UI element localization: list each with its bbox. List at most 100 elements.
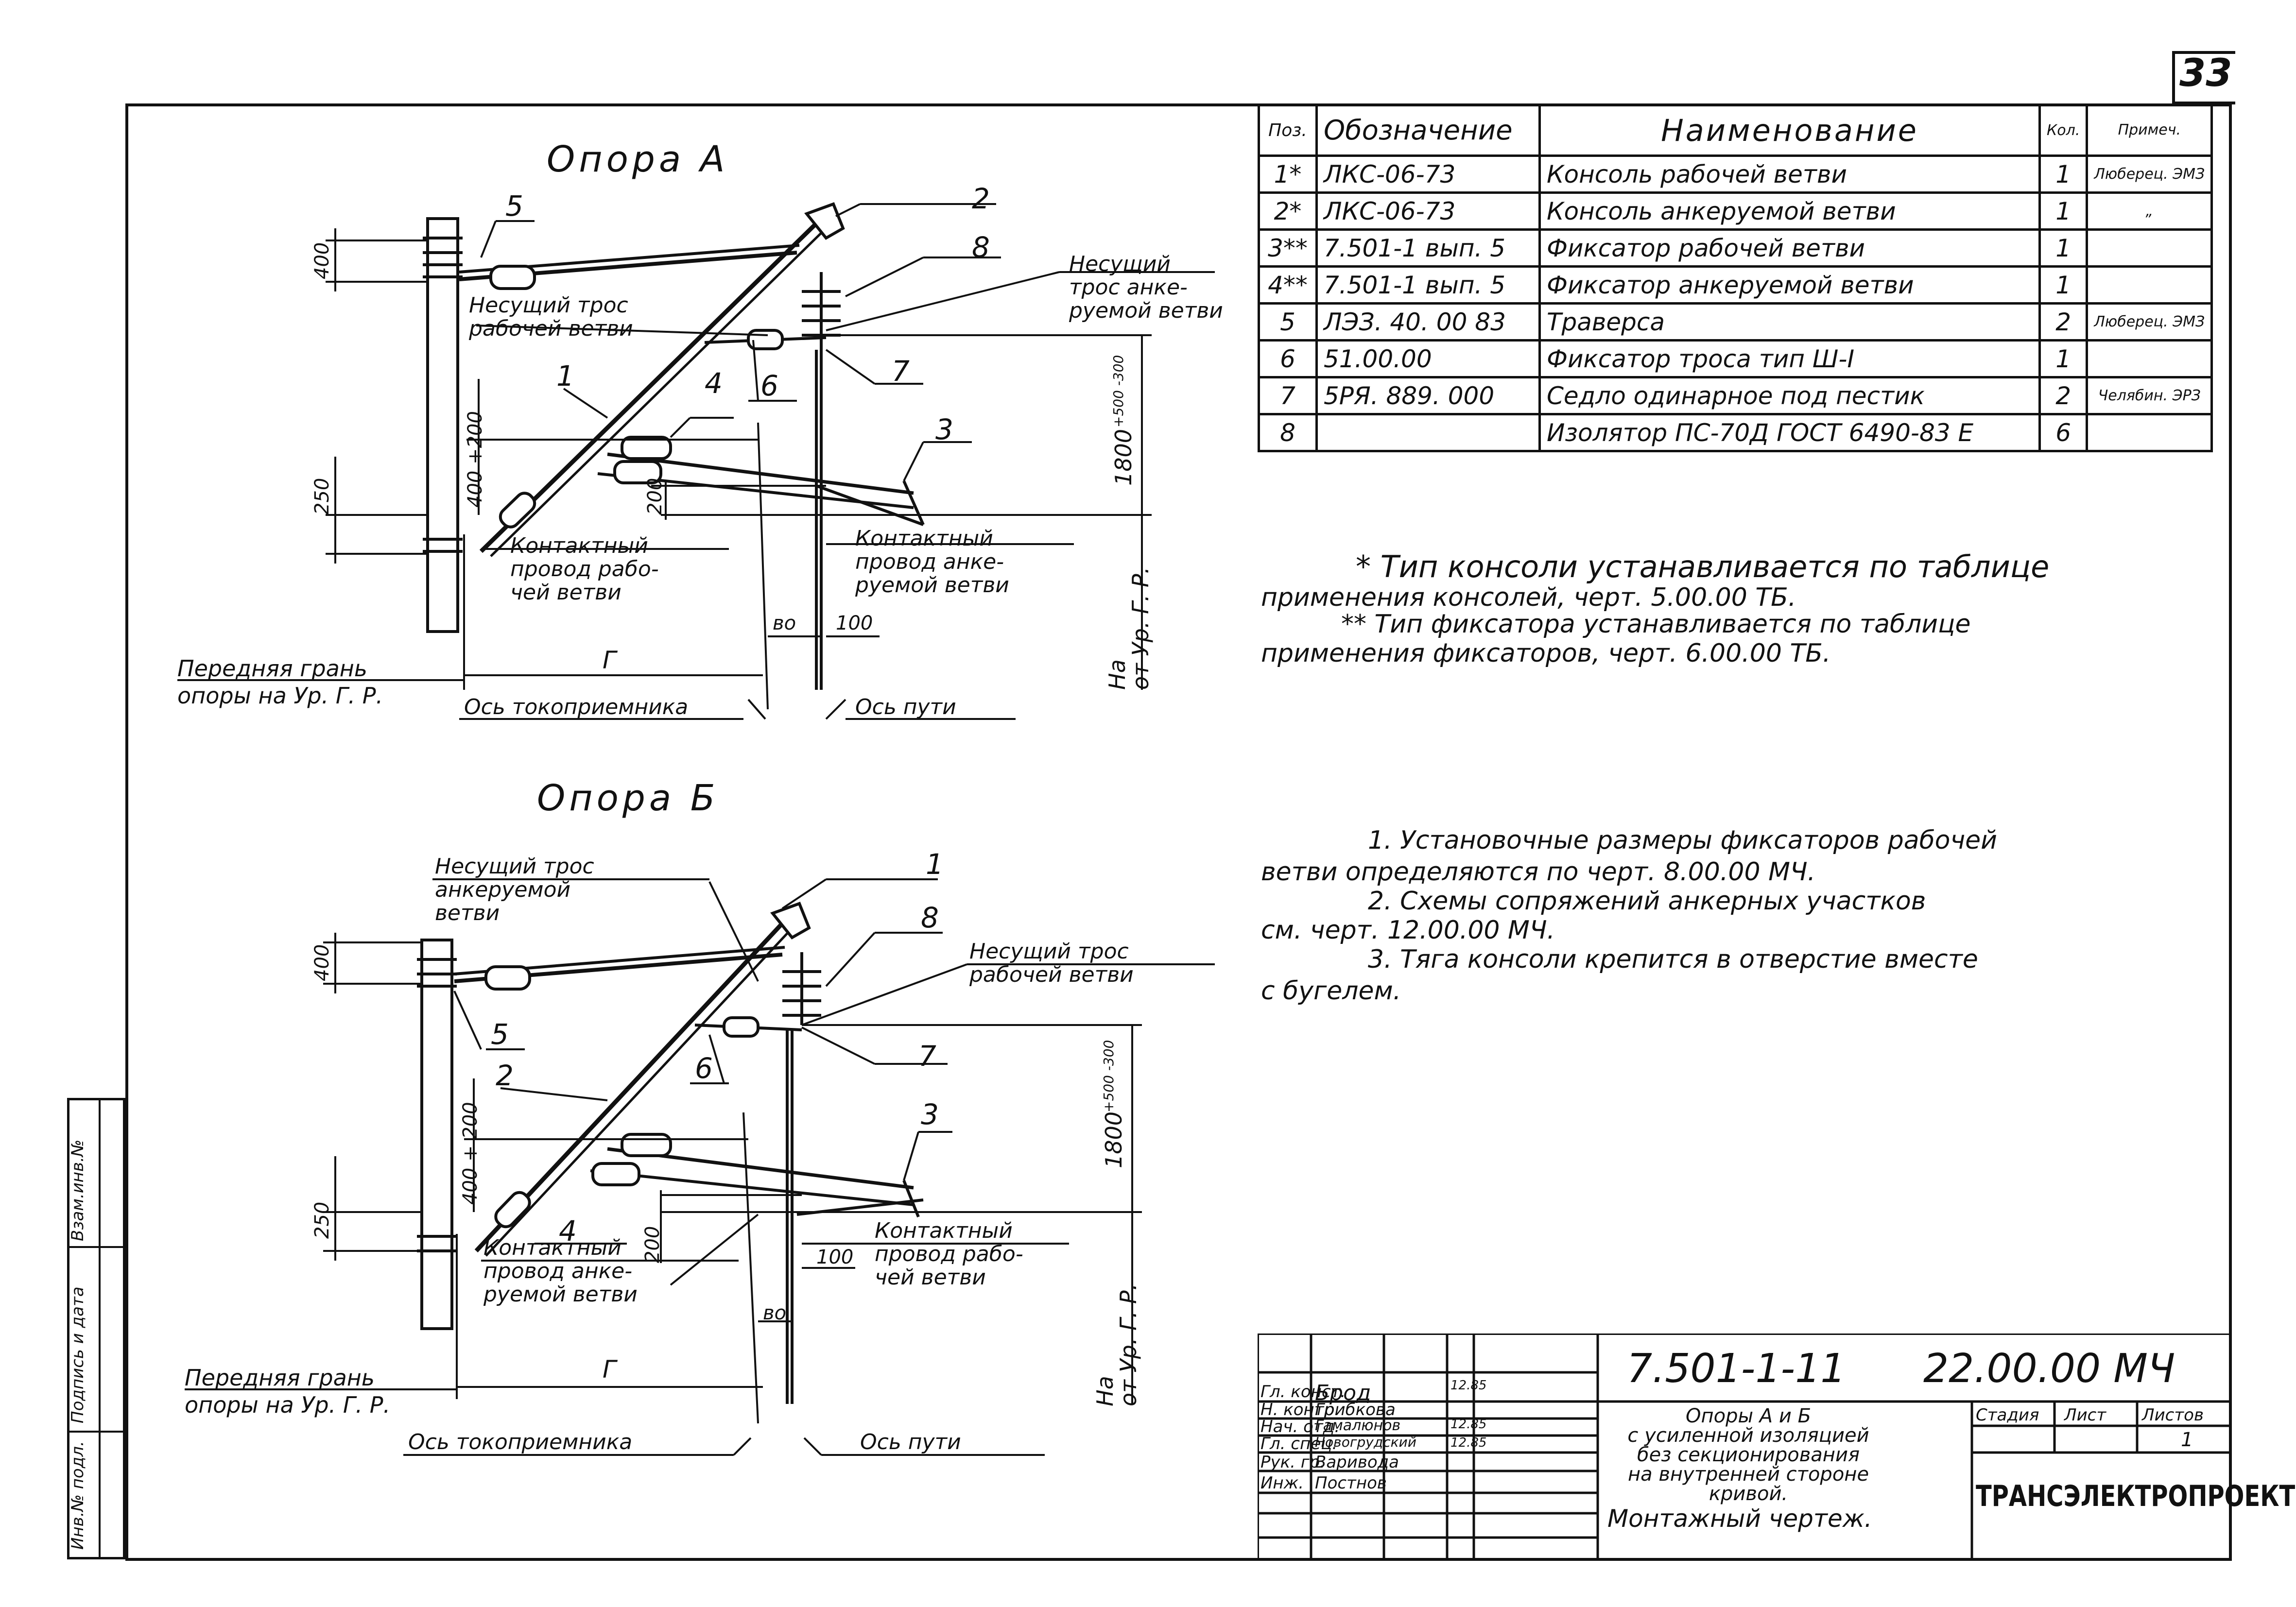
title-block-organization: ТРАНСЭЛЕКТРОПРОЕКТ [1976, 1479, 2296, 1513]
spec-cell: Фиксатор троса тип Ш-I [1538, 339, 2041, 378]
spec-cell: 51.00.00 [1315, 339, 1541, 378]
label-b-contact-anchor: Контактный провод анке- руемой ветви [483, 1235, 638, 1307]
spec-cell: „ [2086, 191, 2213, 231]
callout-b-5: 5 [491, 1018, 509, 1051]
dim-b-400p200: 400 + 200 [459, 1102, 482, 1205]
callout-a-3: 3 [935, 413, 953, 446]
pole-b [420, 939, 453, 1330]
tb-name: Новогрудский [1315, 1434, 1416, 1450]
label-a-contact-work: Контактный провод рабо- чей ветви [510, 533, 659, 605]
spec-cell: 8 [1258, 413, 1318, 452]
pole-a [426, 217, 459, 633]
tb-name: Брод [1315, 1381, 1371, 1405]
label-b-front-face: Передняя грань опоры на Ур. Г. Р. [185, 1365, 391, 1418]
tb-name: Варивода [1315, 1453, 1399, 1472]
callout-b-7: 7 [918, 1040, 936, 1073]
spec-row: 3** 7.501-1 вып. 5 Фиксатор рабочей ветв… [1258, 228, 2213, 268]
tb-name: Гамалюнов [1315, 1417, 1401, 1434]
title-block-description: Опоры А и Б с усиленной изоляцией без се… [1627, 1405, 1869, 1505]
spec-row: 1* ЛКС-06-73 Консоль рабочей ветви 1 Люб… [1258, 154, 2213, 194]
spec-cell: Изолятор ПС-70Д ГОСТ 6490-83 Е [1538, 413, 2041, 452]
tb-date: 12.85 [1450, 1436, 1487, 1450]
callout-a-4: 4 [705, 367, 723, 400]
spec-cell: 6 [2038, 413, 2089, 452]
spec-cell: ЛКС-06-73 [1315, 154, 1541, 194]
tb-role: Гл. конст. [1260, 1382, 1346, 1402]
title-block-drawing-type: Монтажный чертеж. [1607, 1504, 1872, 1533]
dim-b-400: 400 [311, 944, 333, 981]
callout-a-2: 2 [972, 182, 990, 215]
label-a-g: Г [603, 646, 616, 674]
spec-cell: Люберец. ЭМЗ [2086, 302, 2213, 342]
callout-b-2: 2 [496, 1059, 514, 1092]
dim-a-400: 400 [311, 242, 333, 279]
spec-header-name: Наименование [1538, 103, 2041, 157]
tb-sheets-value: 1 [2181, 1429, 2193, 1451]
tb-date: 12.85 [1450, 1417, 1487, 1432]
spec-row: 2* ЛКС-06-73 Консоль анкеруемой ветви 1 … [1258, 191, 2213, 231]
dim-b-200: 200 [641, 1226, 664, 1263]
callout-a-5: 5 [505, 189, 523, 222]
spec-row: 8 Изолятор ПС-70Д ГОСТ 6490-83 Е 6 [1258, 413, 2213, 452]
dim-b-250: 250 [311, 1201, 333, 1239]
title-block-drawing-no: 22.00.00 МЧ [1923, 1346, 2175, 1392]
label-a-axis-pantograph: Ось токоприемника [464, 695, 689, 719]
spec-cell [2086, 265, 2213, 305]
spec-cell: Челябин. ЭРЗ [2086, 376, 2213, 415]
footnote-4: применения фиксаторов, черт. 6.00.00 ТБ. [1261, 639, 1831, 668]
tb-role: Н. контр. [1260, 1400, 1340, 1419]
dim-a-100: 100 [836, 612, 873, 634]
spec-cell: Консоль анкеруемой ветви [1538, 191, 2041, 231]
tb-sheets-label: Листов [2142, 1405, 2204, 1425]
label-a-front-face: Передняя грань опоры на Ур. Г. Р. [177, 655, 383, 709]
spec-cell: Седло одинарное под пестик [1538, 376, 2041, 415]
spec-cell: 2 [2038, 302, 2089, 342]
spec-header-pos: Поз. [1258, 103, 1318, 157]
label-b-carrier-anchor: Несущий трос анкеруемой ветви [435, 854, 594, 925]
dim-b-tol: +500 -300 [1101, 1040, 1117, 1112]
spec-cell: Фиксатор анкеруемой ветви [1538, 265, 2041, 305]
callout-a-1: 1 [556, 359, 574, 393]
spec-cell: 2 [2038, 376, 2089, 415]
label-b-contact-work: Контактный провод рабо- чей ветви [875, 1218, 1023, 1290]
spec-cell: Фиксатор рабочей ветви [1538, 228, 2041, 268]
spec-cell: 1* [1258, 154, 1318, 194]
tb-role: Нач. отд. [1260, 1417, 1340, 1436]
dim-a-1800: 1800 [1110, 428, 1137, 486]
callout-b-4: 4 [559, 1214, 577, 1248]
note-5: 3. Тяга консоли крепится в отверстие вме… [1368, 945, 1978, 974]
spec-cell: 4** [1258, 265, 1318, 305]
spec-header-row: Поз. Обозначение Наименование Кол. Приме… [1258, 103, 2213, 157]
note-1: 1. Установочные размеры фиксаторов рабоч… [1368, 826, 1997, 855]
drawing-frame [125, 103, 2232, 1561]
spec-cell: 6 [1258, 339, 1318, 378]
callout-b-3: 3 [921, 1098, 939, 1131]
note-6: с бугелем. [1261, 976, 1401, 1006]
label-b-carrier-work: Несущий трос рабочей ветви [969, 939, 1134, 987]
dim-a-200: 200 [644, 478, 666, 515]
title-block-grid [1258, 1333, 2232, 1561]
note-3: 2. Схемы сопряжений анкерных участков [1368, 887, 1926, 916]
dim-a-400p200: 400 +200 [464, 411, 486, 508]
spec-cell: 5 [1258, 302, 1318, 342]
callout-a-7: 7 [892, 355, 910, 388]
label-a-contact-anchor: Контактный провод анке- руемой ветви [855, 526, 1009, 598]
spec-cell: 1 [2038, 191, 2089, 231]
title-opora-a: Опора А [547, 138, 729, 180]
label-a-ha: На от Ур. Г. Р. [1104, 566, 1154, 690]
label-b-ha: На от Ур. Г. Р. [1092, 1283, 1141, 1406]
spec-cell: 1 [2038, 154, 2089, 194]
note-4: см. черт. 12.00.00 МЧ. [1261, 916, 1555, 945]
spec-row: 7 5РЯ. 889. 000 Седло одинарное под пест… [1258, 376, 2213, 415]
tb-date: 12.85 [1450, 1378, 1487, 1393]
spec-cell [2086, 228, 2213, 268]
spec-row: 6 51.00.00 Фиксатор троса тип Ш-I 1 [1258, 339, 2213, 378]
spec-cell: 5РЯ. 889. 000 [1315, 376, 1541, 415]
callout-b-8: 8 [921, 901, 939, 934]
dim-b-100: 100 [816, 1246, 854, 1268]
dim-b-1800: 1800 [1101, 1111, 1127, 1168]
spec-cell: 7 [1258, 376, 1318, 415]
tb-sheet-label: Лист [2064, 1405, 2106, 1425]
callout-a-8: 8 [972, 231, 990, 264]
